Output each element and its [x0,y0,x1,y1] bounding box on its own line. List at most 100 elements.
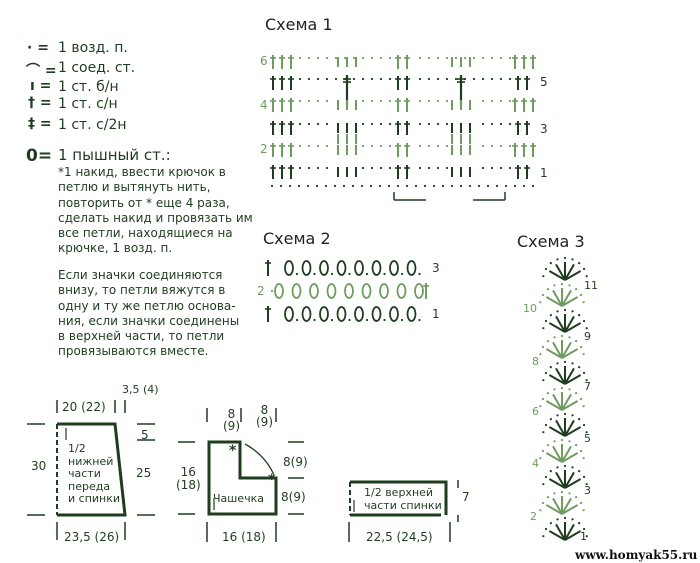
chain-dot [582,301,585,304]
chain-dot [288,184,292,188]
puff-stitch [336,260,347,276]
chain-dot [463,56,467,60]
chain-dot [556,258,559,261]
chain-dot [333,184,337,188]
row-label: 7 [584,380,591,393]
fan-stitch [548,530,566,541]
fan-stitch [552,445,563,463]
chain-dot [508,56,512,60]
chain-dot [361,166,365,170]
puff-stitch [284,306,294,322]
puff-stitch [361,283,372,299]
chain-dot [499,166,503,170]
chain-dot [539,353,542,356]
chain-dot [585,431,588,434]
dim-right-bottom: 8(9) [281,490,306,504]
chain-dot [405,184,409,188]
chain-dot [560,334,564,338]
chain-dot [445,77,449,81]
chain-dot [379,56,383,60]
fan-stitch [561,452,579,463]
fan-stitch [548,478,566,489]
dim-top-step: 5 [141,428,149,442]
fan-stitch [561,289,572,307]
chain-dot [546,392,549,395]
chain-dot [370,122,374,126]
row-label: 2 [257,284,265,298]
chain-dot [418,77,422,81]
chain-dot [568,336,571,339]
row-label: 2 [530,510,537,523]
chain-dot [418,99,422,103]
chain-dot [582,405,585,408]
chain-dot [563,412,567,416]
chain-dot [325,77,329,81]
chain-dot [427,99,431,103]
slip-stitch-arc-icon: ⌒ = [26,63,57,79]
fan-stitch [555,523,566,541]
chain-dot [481,56,485,60]
fan-stitch [552,289,563,307]
chain-dot [544,267,548,271]
fan-stitch [545,400,563,411]
row-label: 5 [540,75,548,89]
puff-stitch [284,260,294,276]
fan-stitch [555,263,566,281]
chain-dot [360,184,364,188]
chain-dot [388,144,392,148]
chain-dot [575,392,578,395]
chain-dot [546,288,549,291]
chain-dot [481,77,485,81]
row-label: 2 [260,142,268,156]
chain-dot [388,56,392,60]
chain-dot [556,310,559,313]
legend-label: 1 ст. с/н [58,96,118,112]
chain-dot [579,345,583,349]
row-label: 1 [580,530,587,543]
chain-dot [436,99,440,103]
row-label: 6 [532,405,539,418]
piece-outline [350,480,448,517]
chain-dot [313,272,316,276]
chain-dot [563,464,567,468]
chain-dot [348,318,351,322]
fan-stitch [564,367,575,385]
chain-dot [387,184,391,188]
chain-dot [563,308,567,312]
fan-stitch [555,471,566,489]
dim-right-top: 8(9) [283,455,308,469]
scheme3-title: Схема 3 [517,232,585,251]
chain-dot [436,122,440,126]
chain-dot [316,56,320,60]
chain-dot [436,56,440,60]
chain-dot [490,144,494,148]
chain-dot [441,184,445,188]
chain-dot [306,184,310,188]
chain-dot [490,56,494,60]
chain-dot [334,56,338,60]
chain-dot [579,397,583,401]
fan-stitch [561,296,579,307]
chain-dot [578,366,581,369]
chain-dot [418,122,422,126]
chain-dot [553,284,556,287]
chain-dot [481,99,485,103]
piece-outline [207,440,278,516]
watermark: www.homyak55.ru [575,548,698,562]
chain-dot [295,318,299,322]
fan-stitch [555,315,566,333]
join-arrow [244,443,275,476]
chain-dot [585,379,588,382]
fan-stitch [564,374,582,385]
chain-dot [560,386,564,390]
chain-dot [316,77,320,81]
row-label: 3 [432,261,440,275]
single-crochet-icon: ı = [30,78,52,94]
chain-dot [563,256,567,260]
chain-dot [582,509,585,512]
chain-dot [370,77,374,81]
chain-dot [370,144,374,148]
legend-label: 1 соед. ст. [58,60,136,76]
chain-dot [361,56,365,60]
chain-dot [544,475,548,479]
